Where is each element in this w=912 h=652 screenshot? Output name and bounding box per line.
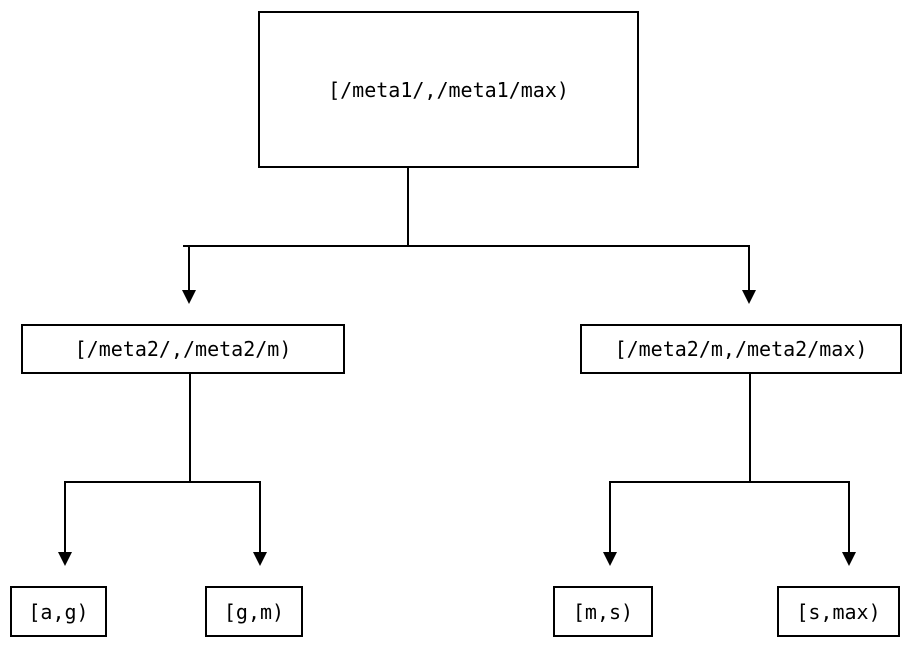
arrowhead-mid-left-to-leaf-2: [253, 552, 267, 566]
node-leaf-2[interactable]: [g,m): [205, 586, 303, 637]
node-leaf-3-label: [m,s): [572, 599, 634, 624]
node-root[interactable]: [/meta1/,/meta1/max): [258, 11, 639, 168]
node-leaf-3[interactable]: [m,s): [553, 586, 653, 637]
arrowhead-mid-left-to-leaf-1: [58, 552, 72, 566]
node-mid-right[interactable]: [/meta2/m,/meta2/max): [580, 324, 902, 374]
node-mid-left[interactable]: [/meta2/,/meta2/m): [21, 324, 345, 374]
edge-mid-right-to-leaves: [603, 374, 856, 566]
node-leaf-2-label: [g,m): [223, 599, 285, 624]
node-root-label: [/meta1/,/meta1/max): [328, 77, 569, 102]
edge-mid-left-to-leaves: [58, 374, 267, 566]
node-leaf-1-label: [a,g): [28, 599, 89, 624]
arrowhead-mid-right-to-leaf-4: [842, 552, 856, 566]
arrowhead-root-to-mid-left: [182, 290, 196, 304]
arrowhead-mid-right-to-leaf-3: [603, 552, 617, 566]
node-leaf-1[interactable]: [a,g): [10, 586, 107, 637]
edge-root-to-mid-level: [182, 168, 756, 304]
node-mid-right-label: [/meta2/m,/meta2/max): [614, 337, 868, 361]
node-leaf-4[interactable]: [s,max): [777, 586, 900, 637]
node-mid-left-label: [/meta2/,/meta2/m): [74, 337, 292, 361]
node-leaf-4-label: [s,max): [796, 599, 881, 624]
arrowhead-root-to-mid-right: [742, 290, 756, 304]
